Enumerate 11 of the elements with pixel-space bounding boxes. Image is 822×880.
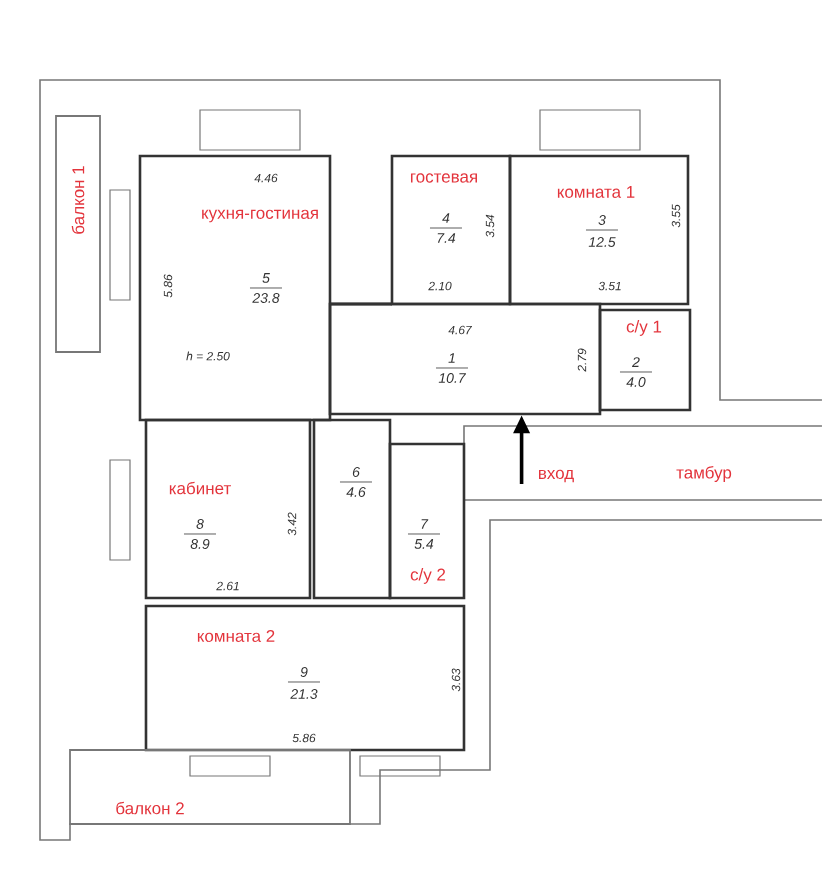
room-name: комната 1 [557, 186, 635, 198]
entrance-label: вход [539, 469, 574, 483]
room-name: комната 2 [197, 630, 275, 642]
room-name: гостевая [411, 173, 477, 183]
room-name: кабинет [169, 481, 231, 495]
room-name: с/у 2 [410, 568, 446, 584]
room-name: с/у 1 [626, 320, 662, 336]
room-name: балкон 1 [71, 166, 85, 234]
room-name: кухня-гостиная [202, 209, 318, 223]
room-name: балкон 2 [116, 801, 184, 815]
area-label: тамбур [676, 466, 732, 482]
